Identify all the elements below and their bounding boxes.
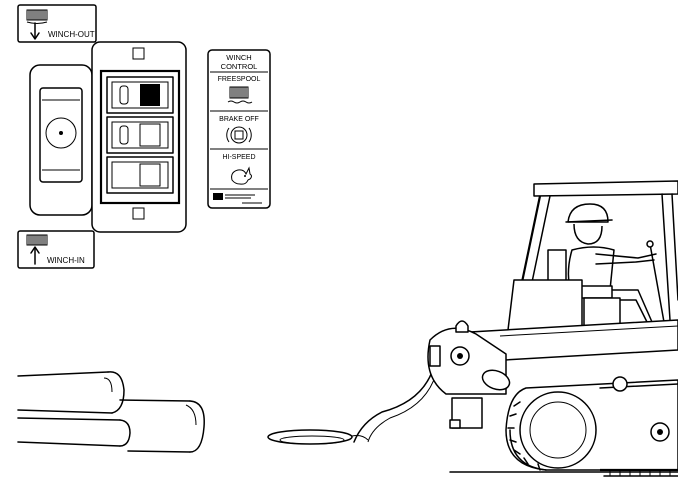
freespool-text: FREESPOOL — [218, 76, 261, 83]
winch-switch-panel — [91, 41, 187, 233]
arrow-down-icon — [30, 22, 40, 40]
winch-control-label: WINCH CONTROL FREESPOOL BRAKE OFF HI-SPE… — [207, 49, 271, 209]
winch-in-tag: WINCH-IN — [17, 230, 95, 269]
winch-drum-icon — [26, 9, 48, 24]
winch-out-text: WINCH-OUT — [48, 30, 95, 39]
crawler-track — [505, 376, 678, 477]
winch-drum-icon — [227, 86, 253, 104]
label-title-line2: CONTROL — [221, 62, 258, 71]
winch-rocker-switch[interactable] — [29, 64, 93, 216]
logs-illustration — [17, 371, 205, 453]
winch-in-text: WINCH-IN — [47, 256, 85, 265]
brake-icon — [226, 126, 252, 144]
winch-cable — [267, 371, 437, 445]
freespool-switch[interactable] — [106, 76, 174, 114]
bulldozer-illustration — [427, 180, 678, 477]
brake-off-text: BRAKE OFF — [219, 116, 259, 123]
winch-out-tag: WINCH-OUT — [17, 4, 97, 43]
brake-off-switch[interactable] — [106, 116, 174, 154]
winch-drum-icon — [26, 234, 48, 246]
winch-drum — [427, 320, 511, 429]
hi-speed-text: HI-SPEED — [222, 154, 255, 161]
hi-speed-switch[interactable] — [106, 156, 174, 194]
arrow-up-icon — [30, 246, 40, 265]
label-title-line1: WINCH — [226, 53, 251, 62]
rabbit-icon — [231, 166, 252, 185]
safety-logo-icon — [213, 193, 262, 204]
